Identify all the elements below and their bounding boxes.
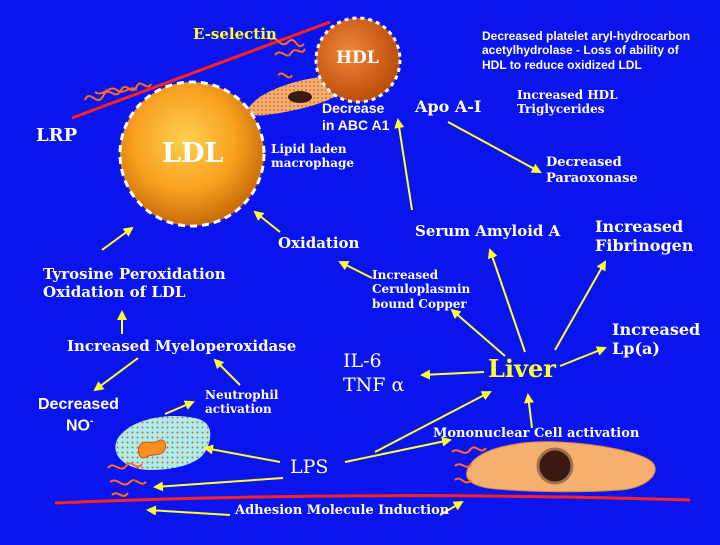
- decreased-no-label: Decreased: [38, 396, 119, 413]
- oxidation-label: Oxidation: [278, 234, 360, 252]
- arrow-lps-to-adhesion-right: [439, 500, 464, 516]
- arrow-liver-to-il6: [420, 369, 485, 380]
- hdl-label: HDL: [336, 48, 379, 68]
- ldl-particle: [118, 80, 266, 228]
- no-label: NO-: [66, 416, 93, 435]
- arrow-lps-to-mononuclear: [344, 436, 452, 463]
- macrophage-nucleus: [288, 91, 312, 103]
- arrow-oxidation-to-ldl: [253, 210, 281, 233]
- neutrophil-granules: [137, 439, 167, 459]
- ldl-label: LDL: [162, 138, 224, 169]
- no-superscript: -: [90, 416, 94, 427]
- arrow-liver-to-ceruloplasmin: [450, 308, 506, 357]
- adhesion-molecule-squiggle: [451, 446, 487, 484]
- arrow-mpo-to-no: [93, 357, 139, 392]
- no-text: NO: [66, 417, 90, 435]
- e-selectin-label: E-selectin: [193, 25, 277, 43]
- lipid-macrophage-label: Lipid laden macrophage: [271, 142, 355, 171]
- arrow-saa-to-abca1: [394, 118, 413, 211]
- adhesion-molecule-squiggle: [84, 82, 152, 101]
- endothelium-line-bottom: [54, 494, 691, 505]
- hdl-particle: [314, 16, 402, 104]
- arrow-lps-to-liver: [374, 391, 492, 453]
- liver-label: Liver: [488, 354, 556, 383]
- il6-label: IL-6: [343, 350, 382, 372]
- tyrosine-peroxidation-label: Tyrosine Peroxidation Oxidation of LDL: [43, 265, 226, 301]
- hdl-triglycerides-label: Increased HDL Triglycerides: [517, 88, 618, 117]
- platelet-note-label: Decreased platelet aryl-hydrocarbon acet…: [482, 29, 691, 72]
- mononuclear-activation-label: Mononuclear Cell activation: [433, 426, 640, 441]
- arrow-apoai-to-paraoxonase: [447, 121, 542, 173]
- arrow-lps-to-cell-bottom: [153, 477, 284, 492]
- adhesion-molecule-squiggle: [107, 462, 147, 497]
- arrow-ceruloplasmin-to-oxidation: [338, 261, 373, 279]
- arrow-neutrophil-to-mpo: [213, 358, 241, 386]
- mononuclear-nucleus: [536, 447, 574, 485]
- tnf-alpha-label: TNF α: [343, 374, 405, 396]
- apo-ai-label: Apo A-I: [415, 97, 482, 116]
- adhesion-molecule-label: Adhesion Molecule Induction: [235, 503, 450, 518]
- arrow-cell-to-neutrophil-activation: [164, 400, 195, 415]
- paraoxonase-label: Decreased Paraoxonase: [546, 155, 638, 186]
- lps-label: LPS: [290, 456, 329, 478]
- arrow-lps-to-neutrophil: [203, 444, 281, 463]
- serum-amyloid-a-label: Serum Amyloid A: [415, 222, 561, 240]
- lrp-label: LRP: [36, 125, 78, 146]
- arrow-liver-to-lpa: [559, 346, 607, 367]
- adhesion-molecule-squiggle: [269, 37, 306, 79]
- endothelium-line-top: [71, 20, 331, 120]
- myeloperoxidase-label: Increased Myeloperoxidase: [67, 337, 297, 355]
- fibrinogen-label: Increased Fibrinogen: [595, 217, 694, 256]
- arrows: [93, 118, 607, 516]
- neutrophil-activation-label: Neutrophil activation: [205, 388, 279, 417]
- arrow-liver-to-fibrinogen: [554, 260, 606, 351]
- arrow-tyrosine-to-ldl: [101, 226, 134, 251]
- abca1-label: Decrease in ABC A1: [322, 100, 390, 133]
- lpa-label: Increased Lp(a): [612, 320, 701, 359]
- ceruloplasmin-label: Increased Ceruloplasmin bound Copper: [372, 268, 471, 311]
- arrow-mononuclear-to-liver: [523, 393, 534, 429]
- arrow-liver-to-saa: [487, 248, 526, 353]
- arrow-lps-to-adhesion-left: [146, 505, 231, 516]
